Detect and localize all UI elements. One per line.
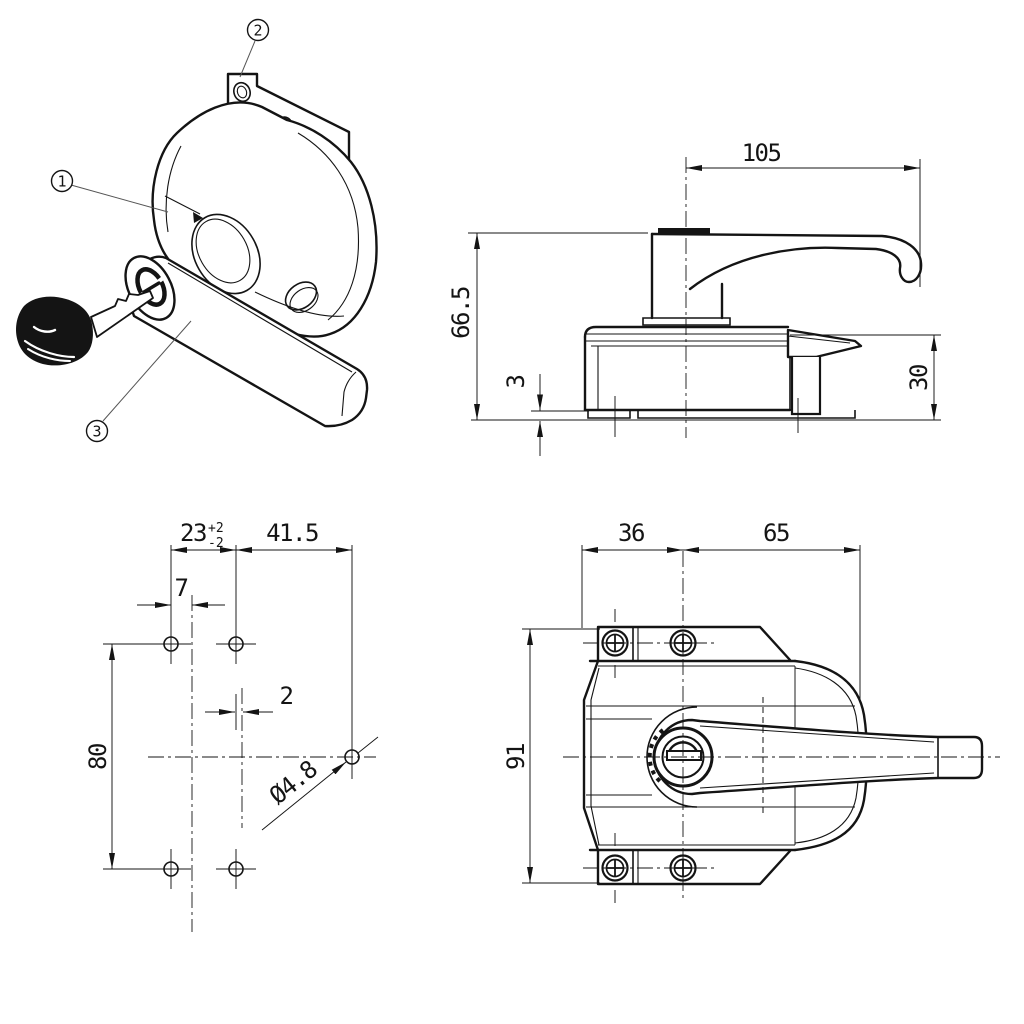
callout-2-label: 2: [253, 22, 262, 40]
tolerance-minus: -2: [208, 536, 224, 551]
dim-label: 7: [175, 574, 188, 602]
dim-label: 3: [502, 375, 530, 388]
cylinder-boss-inner: [195, 218, 251, 284]
dim-center-offset: 2: [205, 682, 294, 715]
cylinder-boss: [191, 213, 261, 295]
view-isometric: 1 2 3: [16, 18, 378, 443]
dim-edge-offset: 7: [137, 574, 225, 608]
body-inner-panel-line: [297, 132, 360, 321]
callout-2-circle: [246, 18, 270, 42]
dim-total-height: 66.5: [447, 232, 648, 420]
callout-3-circle: [85, 419, 109, 443]
dim-bolt-offset: 41.5: [236, 519, 352, 553]
drill-hole-top-right: [216, 545, 256, 664]
serrated-ring: [647, 728, 665, 786]
dim-label: 91: [502, 744, 530, 770]
front-bottom-tab: [596, 848, 792, 886]
dim-latch-height: 30: [790, 334, 941, 421]
front-top-tab: [596, 625, 792, 663]
dim-label: 41.5: [266, 519, 318, 547]
front-body-left-edge: [582, 659, 600, 852]
dim-hole-diameter: Ø4.8: [261, 736, 379, 831]
hole-circle: [228, 636, 244, 652]
leader-line: [261, 761, 347, 831]
dim-label: 80: [84, 744, 112, 770]
neck-cap: [658, 228, 710, 234]
key-head-highlight: [32, 325, 57, 333]
dim-standoff: 3: [502, 374, 589, 456]
dim-label: Ø4.8: [264, 756, 322, 810]
key-head-ridge-1: [23, 339, 76, 359]
body-oval-hole-depth: [289, 286, 319, 314]
front-handle-top-inner: [699, 725, 935, 743]
dim-label: 23: [180, 519, 206, 547]
body-left-contour: [165, 145, 182, 233]
callout-3-leader: [102, 320, 192, 422]
drill-hole-top-left: [103, 545, 191, 664]
callout-2-leader: [239, 40, 256, 78]
handle-end-face: [341, 371, 357, 417]
dim-front-height: 91: [502, 628, 600, 884]
callout-1-label: 1: [57, 173, 66, 191]
front-handle-bottom-inner: [699, 772, 935, 789]
dim-front-left: 36: [581, 519, 683, 628]
callout-3-label: 3: [92, 423, 101, 441]
dim-label: 2: [280, 682, 293, 710]
body-face-line: [164, 195, 201, 215]
dim-hole-pitch: 23 +2 -2: [171, 519, 236, 553]
tolerance-plus: +2: [208, 521, 224, 536]
bracket-hole-1-inner: [236, 85, 248, 99]
front-body-left-inner: [590, 667, 600, 846]
keyway-slot: [666, 750, 702, 761]
drill-hole-bottom-right: [216, 849, 256, 889]
side-body-top: [583, 325, 790, 339]
dim-vertical-pitch: 80: [84, 644, 115, 869]
dim-label: 66.5: [447, 287, 475, 339]
dim-handle-length: 105: [686, 139, 921, 287]
side-handle: [650, 232, 923, 291]
body-oval-hole: [284, 281, 318, 311]
bracket-hole-1: [233, 81, 251, 103]
key-shaft: [90, 290, 154, 338]
foot-right: [637, 410, 856, 419]
hole-circle: [228, 861, 244, 877]
foot-left: [587, 410, 631, 419]
lock-body: [151, 101, 378, 338]
callout-1-circle: [50, 169, 74, 193]
dim-label: 65: [763, 519, 789, 547]
hole-circle: [163, 861, 179, 877]
latch-leg: [790, 357, 822, 416]
callout-1-leader: [70, 184, 169, 213]
leader-extension: [357, 736, 379, 754]
neck-flare: [642, 317, 731, 326]
drill-hole-bottom-left: [103, 849, 191, 889]
view-side: 105 66.5 3 30: [447, 139, 941, 456]
view-drill-template: 23 +2 -2 41.5 7 2 80 Ø4.8: [84, 519, 379, 932]
view-front: 36 65 91: [502, 519, 1000, 903]
latch-wedge: [786, 328, 863, 359]
keyhole-slot: [142, 281, 161, 294]
dim-label: 36: [618, 519, 644, 547]
hole-circle: [344, 749, 360, 765]
dim-label: 30: [905, 365, 933, 391]
dim-label: 105: [742, 139, 781, 167]
key-head-ridge-2: [27, 348, 71, 362]
latch-wedge-inner: [787, 335, 851, 344]
hole-circle: [163, 636, 179, 652]
handle-bar-chamfer: [167, 262, 353, 373]
bracket-fold-line: [256, 85, 346, 131]
dim-front-right: 65: [683, 519, 861, 700]
detent-pawl: [193, 212, 203, 223]
drill-hole-middle-right: [344, 545, 360, 779]
